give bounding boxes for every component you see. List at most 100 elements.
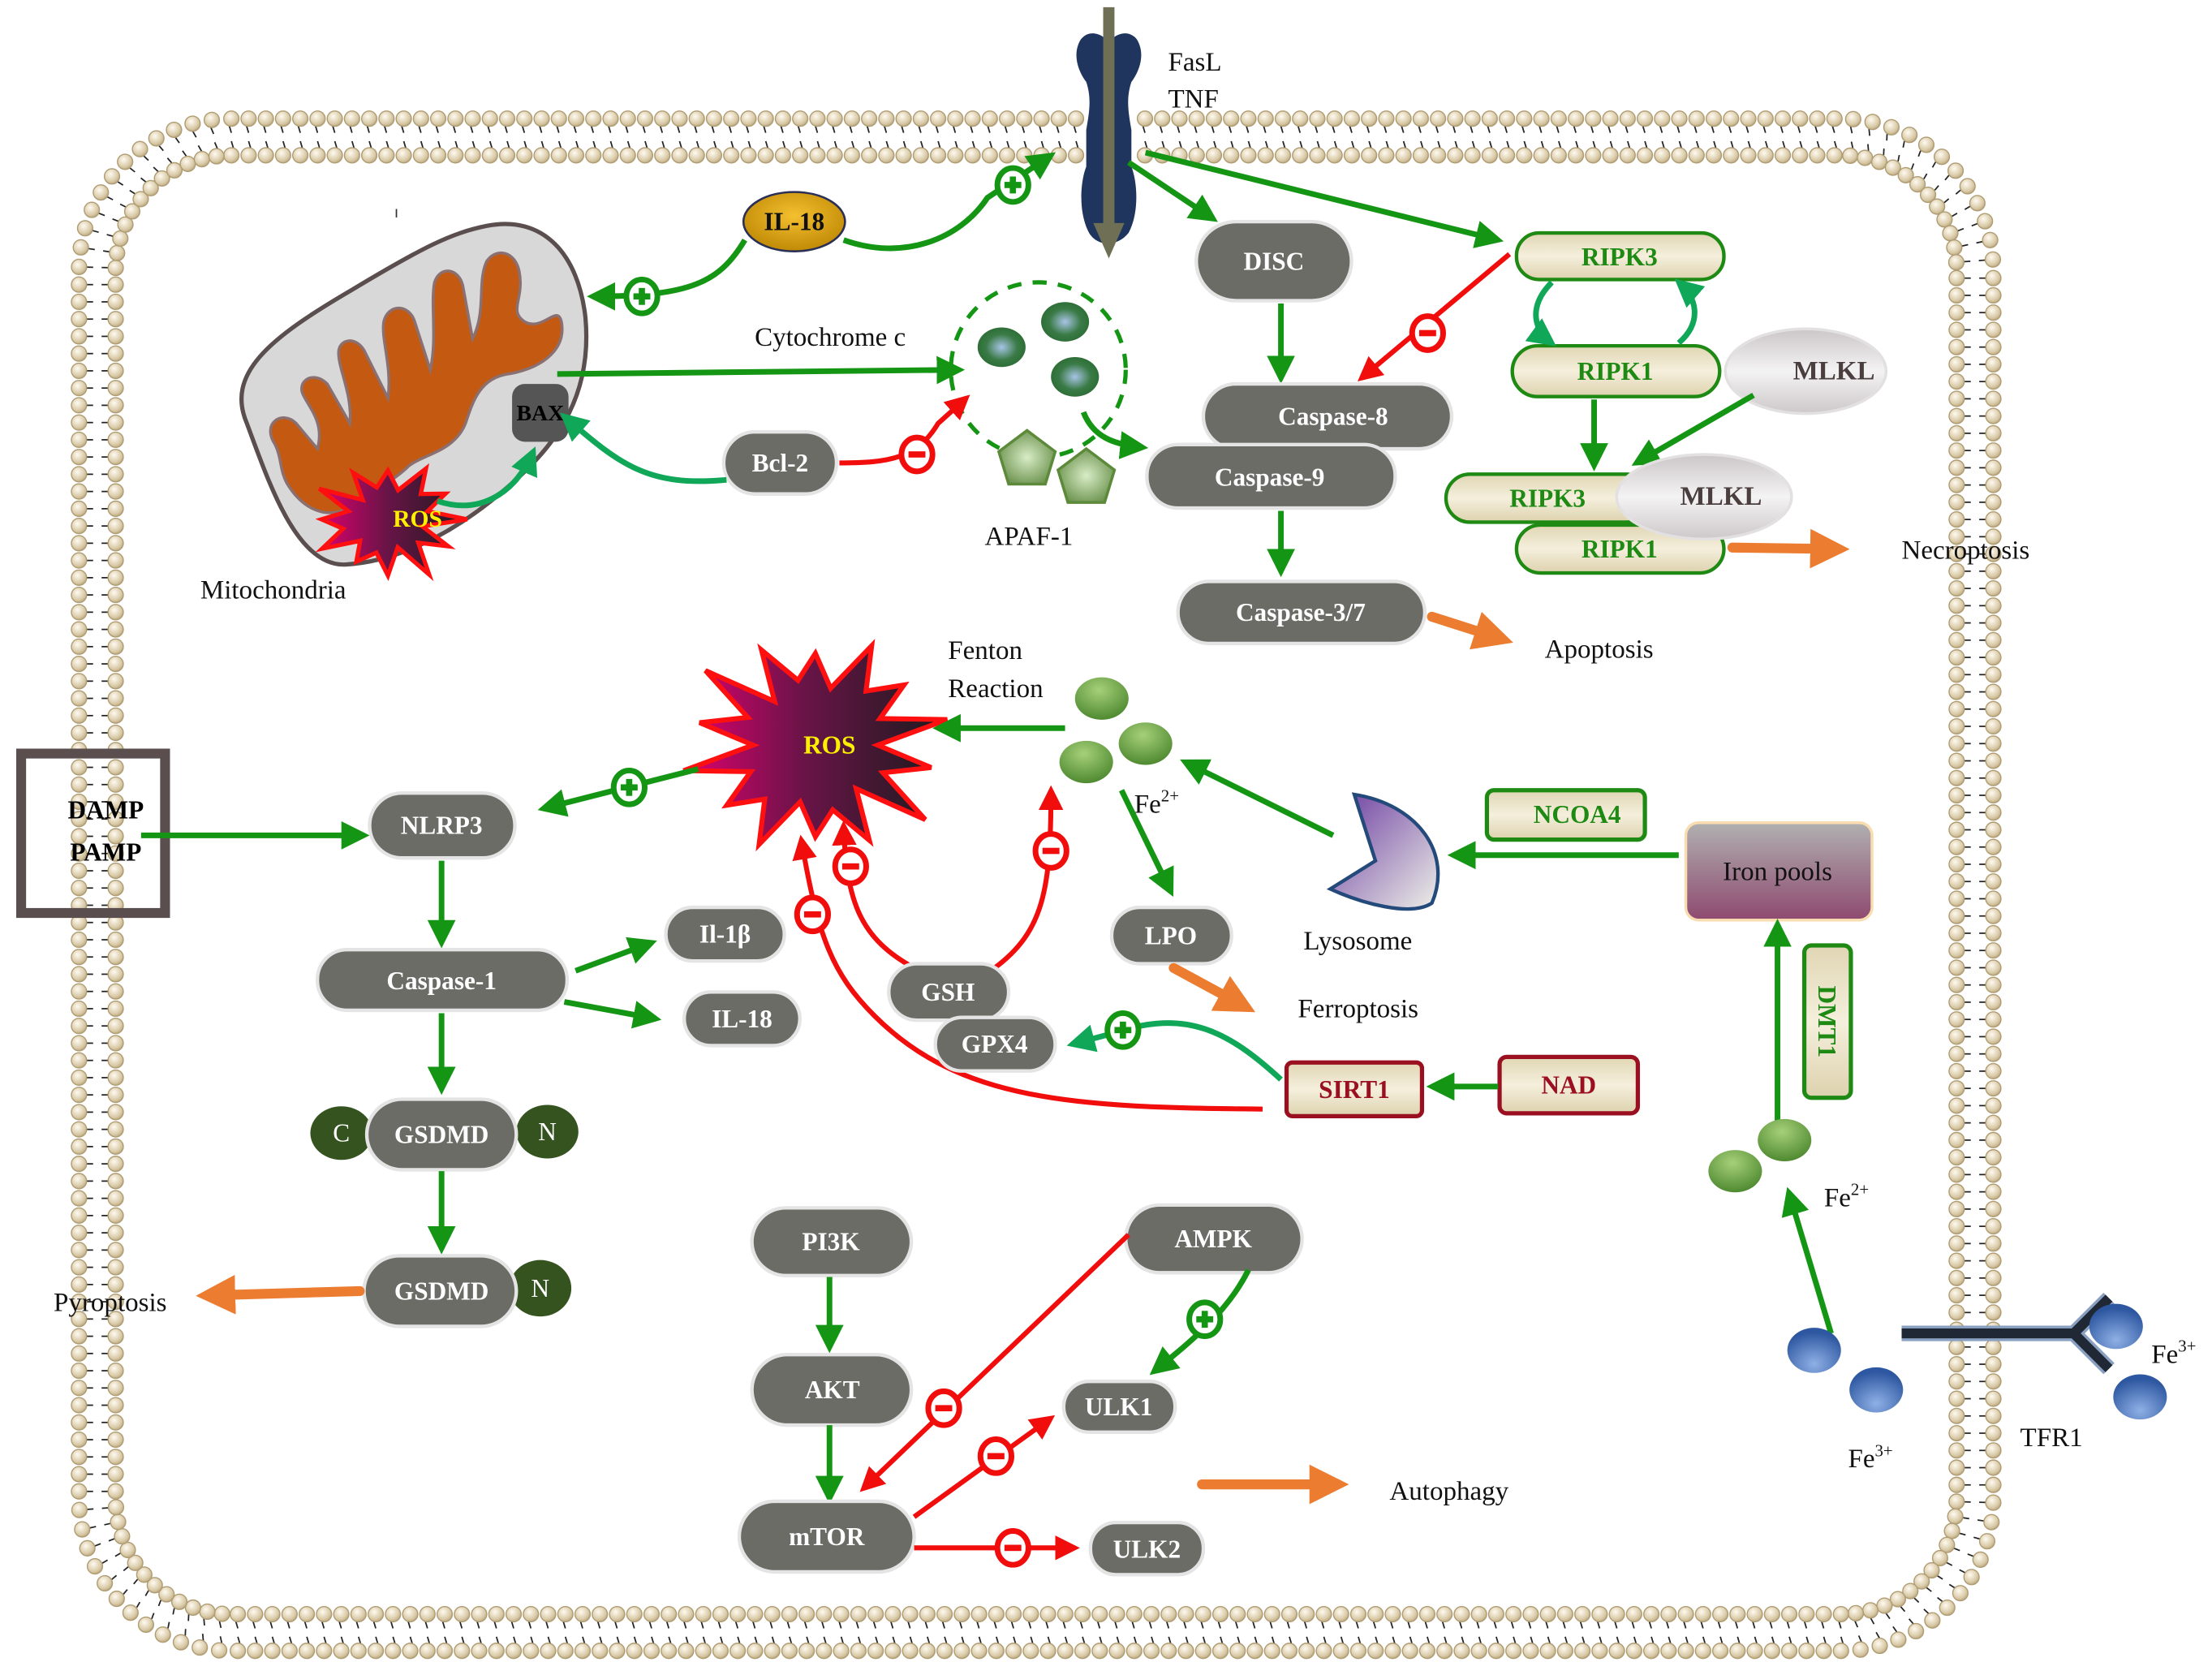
lipid-tail bbox=[493, 1621, 497, 1629]
lipid-head bbox=[107, 1397, 124, 1414]
lipid-head bbox=[1298, 1605, 1315, 1623]
lipid-tail bbox=[1609, 140, 1614, 149]
lipid-tail bbox=[1385, 140, 1389, 149]
lipid-head bbox=[1194, 1605, 1211, 1623]
caspase9-node bbox=[1145, 442, 1397, 510]
lipid-tail bbox=[1211, 125, 1215, 133]
lipid-tail bbox=[1717, 1621, 1721, 1629]
lipid-tail bbox=[694, 125, 698, 133]
lipid-head bbox=[1985, 321, 2002, 338]
lipid-head bbox=[516, 110, 533, 127]
il18-extracellular-node bbox=[742, 191, 846, 252]
lipid-head bbox=[1985, 476, 2002, 493]
ulk1-node bbox=[1061, 1380, 1177, 1434]
bcl2-to-bax-arrow bbox=[560, 412, 727, 484]
lipid-head bbox=[602, 110, 619, 127]
lipid-head bbox=[412, 147, 429, 164]
caspase37-label: Caspase-3/7 bbox=[1236, 598, 1366, 627]
lipid-tail bbox=[958, 1621, 963, 1629]
lipid-head bbox=[1948, 1114, 1965, 1131]
lipid-head bbox=[1257, 147, 1274, 164]
lipid-head bbox=[71, 380, 88, 397]
badge-bar bbox=[626, 778, 633, 796]
lipid-head bbox=[1948, 786, 1965, 804]
lipid-tail bbox=[1437, 140, 1441, 149]
lipid-head bbox=[567, 110, 585, 127]
lipid-tail bbox=[1711, 125, 1715, 133]
lipid-head bbox=[1948, 407, 1965, 424]
lipid-tail bbox=[1849, 126, 1853, 134]
lipid-head bbox=[729, 1605, 747, 1623]
death-receptor bbox=[1076, 6, 1142, 259]
lipid-head bbox=[1890, 1631, 1907, 1648]
lipid-head bbox=[107, 587, 124, 604]
lipid-head bbox=[1985, 1269, 2002, 1286]
lipid-head bbox=[107, 845, 124, 862]
lipid-head bbox=[723, 147, 740, 164]
lipid-tail bbox=[167, 1621, 170, 1629]
lipid-head bbox=[1384, 1605, 1401, 1623]
tfr1-label: TFR1 bbox=[2020, 1423, 2083, 1453]
lipid-head bbox=[1332, 1643, 1349, 1660]
lipid-head bbox=[1298, 1643, 1315, 1660]
lipid-head bbox=[1933, 149, 1951, 166]
bax-label: BAX bbox=[517, 401, 565, 426]
lipid-head bbox=[1948, 1218, 1965, 1235]
lipid-tail bbox=[1734, 1621, 1739, 1629]
lipid-head bbox=[1985, 1355, 2002, 1373]
lipid-head bbox=[1022, 1643, 1039, 1660]
lipid-head bbox=[1263, 1643, 1280, 1660]
nlrp3-label: NLRP3 bbox=[401, 812, 483, 840]
lipid-tail bbox=[1021, 125, 1026, 133]
lipid-head bbox=[170, 1593, 188, 1610]
lipid-tail bbox=[1246, 125, 1250, 133]
lipid-head bbox=[107, 431, 124, 448]
lipid-head bbox=[1705, 110, 1723, 127]
lipid-tail bbox=[1230, 140, 1234, 149]
lipid-tail bbox=[1510, 1621, 1514, 1629]
lipid-head bbox=[343, 110, 360, 127]
lipid-tail bbox=[1368, 140, 1372, 149]
lipid-head bbox=[1985, 1373, 2002, 1390]
fe2-ion bbox=[1074, 677, 1129, 720]
lipid-head bbox=[1985, 562, 2002, 579]
lipid-head bbox=[1948, 562, 1965, 579]
lipid-head bbox=[107, 1362, 124, 1380]
lipid-head bbox=[1978, 1533, 1996, 1550]
lipid-tail bbox=[609, 140, 613, 149]
lipid-head bbox=[1602, 110, 1619, 127]
lipid-head bbox=[505, 1643, 523, 1660]
il18-to-receptor-arrow bbox=[842, 152, 1056, 252]
lipid-tail bbox=[907, 1621, 911, 1629]
lipid-tail bbox=[401, 125, 405, 133]
lipid-head bbox=[1985, 993, 2002, 1011]
ferroptosis-label: Ferroptosis bbox=[1298, 995, 1418, 1024]
lipid-tail bbox=[695, 140, 700, 149]
cytochrome-c-molecule bbox=[1041, 302, 1090, 342]
gsh-inhibits-ros-arrow bbox=[832, 820, 916, 971]
lipid-tail bbox=[340, 1636, 345, 1644]
lipid-tail bbox=[1676, 125, 1681, 133]
lipid-tail bbox=[366, 125, 370, 133]
lipid-head bbox=[1985, 890, 2002, 907]
lipid-head bbox=[671, 110, 688, 127]
lipid-head bbox=[729, 1643, 747, 1660]
lipid-head bbox=[953, 1643, 970, 1660]
lipid-head bbox=[1154, 110, 1171, 127]
lipid-head bbox=[1826, 147, 1843, 164]
lipid-tail bbox=[952, 125, 957, 133]
lipid-head bbox=[953, 1605, 970, 1623]
mitochondria-cristae bbox=[269, 251, 564, 515]
lipid-head bbox=[1349, 1643, 1367, 1660]
lipid-head bbox=[107, 1173, 124, 1190]
lipid-head bbox=[1257, 110, 1274, 127]
lipid-head bbox=[71, 1052, 88, 1069]
lipid-head bbox=[107, 1259, 124, 1276]
lipid-head bbox=[1939, 1536, 1956, 1553]
lipid-tail bbox=[1454, 140, 1458, 149]
lipid-head bbox=[1985, 286, 2002, 304]
lipid-tail bbox=[1506, 140, 1510, 149]
lipid-tail bbox=[323, 1636, 327, 1644]
lipid-tail bbox=[101, 1559, 109, 1565]
gsh-label: GSH bbox=[921, 978, 975, 1006]
